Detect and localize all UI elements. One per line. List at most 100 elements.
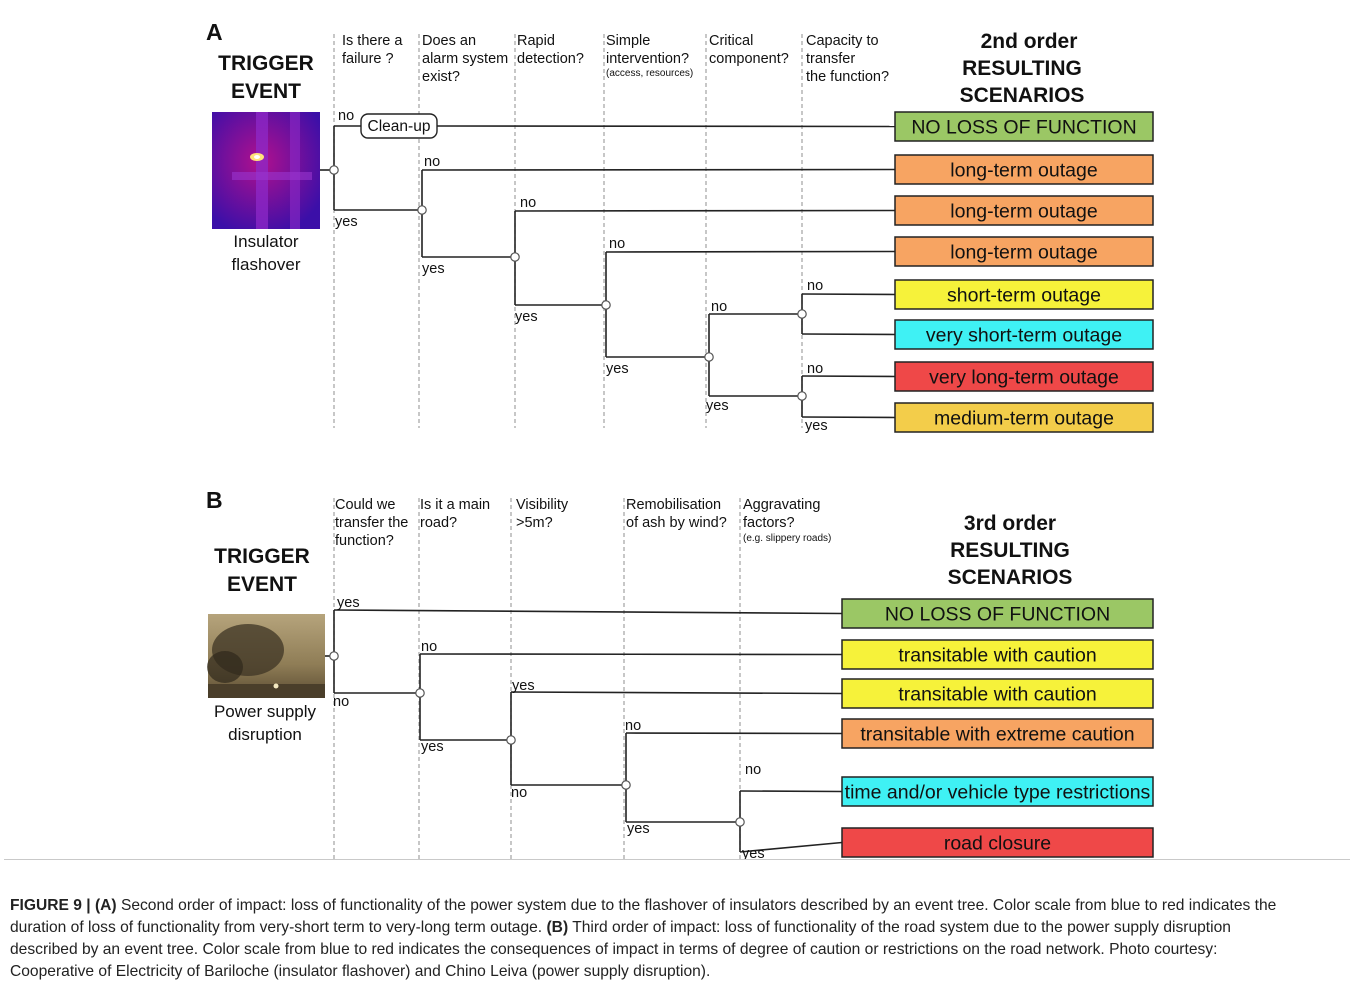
panel-a-outcome-2-label: long-term outage (950, 160, 1097, 182)
panel-a-outcome-4-label: long-term outage (950, 242, 1097, 264)
panel-a-outcome-1-box (894, 111, 1154, 142)
panel-a-letter: A (206, 19, 223, 45)
panel-b-question-3: Visibility (516, 497, 569, 513)
branch-yes-label: yes (805, 418, 828, 434)
branch-node (735, 817, 745, 827)
panel-b-outcome-6-label: road closure (944, 833, 1051, 855)
panel-a-trigger-title: EVENT (231, 80, 301, 103)
branch-node (797, 391, 807, 401)
photo-pole (256, 112, 268, 229)
panel-a-question-2: Does an (422, 33, 476, 49)
cleanup-label: Clean-up (368, 118, 431, 135)
panel-b-outcome-5-label: time and/or vehicle type restrictions (845, 782, 1151, 804)
a-branch (801, 293, 896, 296)
panel-b-question-4: of ash by wind? (626, 515, 727, 531)
caption-figure-number: FIGURE 9 | (10, 897, 95, 914)
branch-node (704, 352, 714, 362)
panel-b-scenarios-title: SCENARIOS (948, 566, 1073, 589)
panel-b-trigger-title: EVENT (227, 573, 297, 596)
panel-b-scenarios-title: 3rd order (964, 512, 1056, 535)
a-branch (801, 333, 896, 336)
panel-a-question-note: (access, resources) (606, 68, 693, 79)
event-tree-diagram: A TRIGGER EVENT Insulator flashover Is there … (206, 19, 1154, 860)
branch-node (621, 780, 631, 790)
panel-a-question-1: failure ? (342, 51, 394, 67)
branch-no-label: no (333, 694, 349, 710)
panel-a-scenarios-title: RESULTING (962, 57, 1082, 80)
panel-a-outcome-2-box (894, 154, 1154, 185)
b-branch (510, 691, 843, 695)
panel-a-outcome-5-box (894, 279, 1154, 310)
panel-a-scenarios-title: 2nd order (981, 30, 1078, 53)
branch-node (417, 205, 427, 215)
photo-crossarm (232, 172, 312, 180)
a-branch (436, 125, 896, 128)
caption-b-text: Third order of impact: loss of functiona… (10, 919, 1231, 980)
caption-a-tag: (A) (94, 897, 117, 914)
branch-yes-label: yes (421, 739, 444, 755)
a-branch (514, 209, 896, 212)
branch-yes-label: yes (335, 214, 358, 230)
panel-b-question-note: (e.g. slippery roads) (743, 533, 831, 544)
caption-separator (4, 859, 1350, 996)
panel-b-question-4: Remobilisation (626, 497, 721, 513)
panel-b-question-5: Aggravating (743, 497, 820, 513)
a-branch (421, 168, 896, 171)
panel-a-outcome-3-box (894, 195, 1154, 226)
caption-b-tag: (B) (546, 919, 569, 936)
photo-light (273, 683, 279, 689)
branch-no-label: no (424, 154, 440, 170)
branch-node (329, 651, 339, 661)
panel-b-outcome-6-box (841, 827, 1154, 858)
branch-node (329, 165, 339, 175)
branch-yes-label: yes (512, 678, 535, 694)
panel-b-outcome-2-label: transitable with caution (898, 645, 1096, 667)
panel-a-outcome-6-label: very short-term outage (926, 325, 1122, 347)
panel-a-outcome-5-label: short-term outage (947, 285, 1101, 307)
photo-pole (290, 112, 300, 229)
panel-b-trigger-label: disruption (228, 725, 302, 744)
branch-no-label: no (609, 236, 625, 252)
panel-a-question-6: transfer (806, 51, 855, 67)
panel-a-question-3: detection? (517, 51, 584, 67)
branch-node (601, 300, 611, 310)
branch-node (797, 309, 807, 319)
branch-no-label: no (807, 361, 823, 377)
panel-a-scenarios-title: SCENARIOS (960, 84, 1085, 107)
panel-b-outcome-4-box (841, 718, 1154, 749)
branch-yes-label: yes (706, 398, 729, 414)
panel-a-question-6: Capacity to (806, 33, 879, 49)
panel-b-question-2: road? (420, 515, 457, 531)
panel-a-question-4: Simple (606, 33, 650, 49)
panel-b-outcome-3-box (841, 678, 1154, 709)
branch-yes-label: yes (422, 261, 445, 277)
panel-a-question-2: alarm system (422, 51, 508, 67)
branch-node (510, 252, 520, 262)
panel-b-question-1: transfer the (335, 515, 408, 531)
panel-b-letter: B (206, 487, 223, 513)
panel-a-trigger-label: Insulator (233, 232, 299, 251)
a-branch (801, 375, 896, 378)
photo-ground (208, 684, 325, 698)
panel-b-outcome-1-label: NO LOSS OF FUNCTION (885, 604, 1110, 626)
branch-yes-label: yes (515, 309, 538, 325)
branch-yes-label: yes (742, 846, 765, 860)
branch-yes-label: yes (337, 595, 360, 611)
panel-a-trigger-title: TRIGGER (218, 52, 314, 75)
panel-b-question-1: function? (335, 533, 394, 549)
panel-a-trigger-label: flashover (232, 255, 301, 274)
caption-a-text: Second order of impact: loss of function… (10, 897, 1277, 936)
panel-b-question-2: Is it a main (420, 497, 490, 513)
b-branch (419, 653, 843, 656)
branch-no-label: no (511, 785, 527, 801)
panel-a-outcome-7-label: very long-term outage (929, 367, 1119, 389)
panel-b-outcome-4-label: transitable with extreme caution (860, 724, 1134, 746)
panel-a-question-4: intervention? (606, 51, 689, 67)
panel-a-question-5: component? (709, 51, 789, 67)
panel-b-outcome-5-box (841, 776, 1154, 807)
panel-a-question-1: Is there a (342, 33, 403, 49)
b-branch (739, 841, 843, 853)
branch-no-label: no (338, 108, 354, 124)
branch-no-label: no (807, 278, 823, 294)
